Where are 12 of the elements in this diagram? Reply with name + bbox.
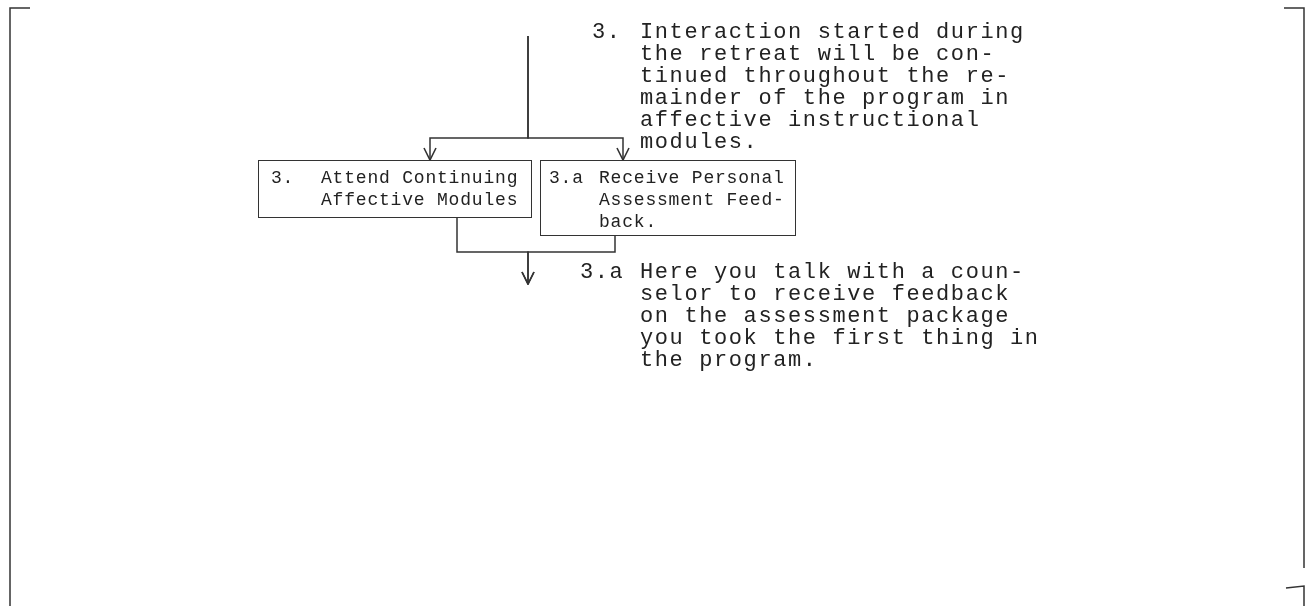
step-label: Receive Personal Assessment Feed- back. bbox=[599, 167, 786, 233]
note-text: Here you talk with a coun- selor to receive feedback on the assessment package you took the first thing in the program. bbox=[640, 262, 1040, 372]
note-number: 3.a bbox=[580, 262, 626, 284]
process-box bbox=[258, 160, 532, 218]
arrow bbox=[521, 235, 616, 285]
note-number: 3. bbox=[592, 22, 623, 44]
arrow bbox=[527, 35, 630, 161]
process-box bbox=[540, 160, 796, 236]
step-number: 3.a bbox=[549, 167, 585, 189]
step-number: 3. bbox=[271, 167, 296, 189]
note-text: Interaction started during the retreat will be con- tinued throughout the re- mainder of the program in affective instructional modules. bbox=[640, 22, 1026, 154]
step-label: Attend Continuing Affective Modules bbox=[321, 167, 520, 211]
